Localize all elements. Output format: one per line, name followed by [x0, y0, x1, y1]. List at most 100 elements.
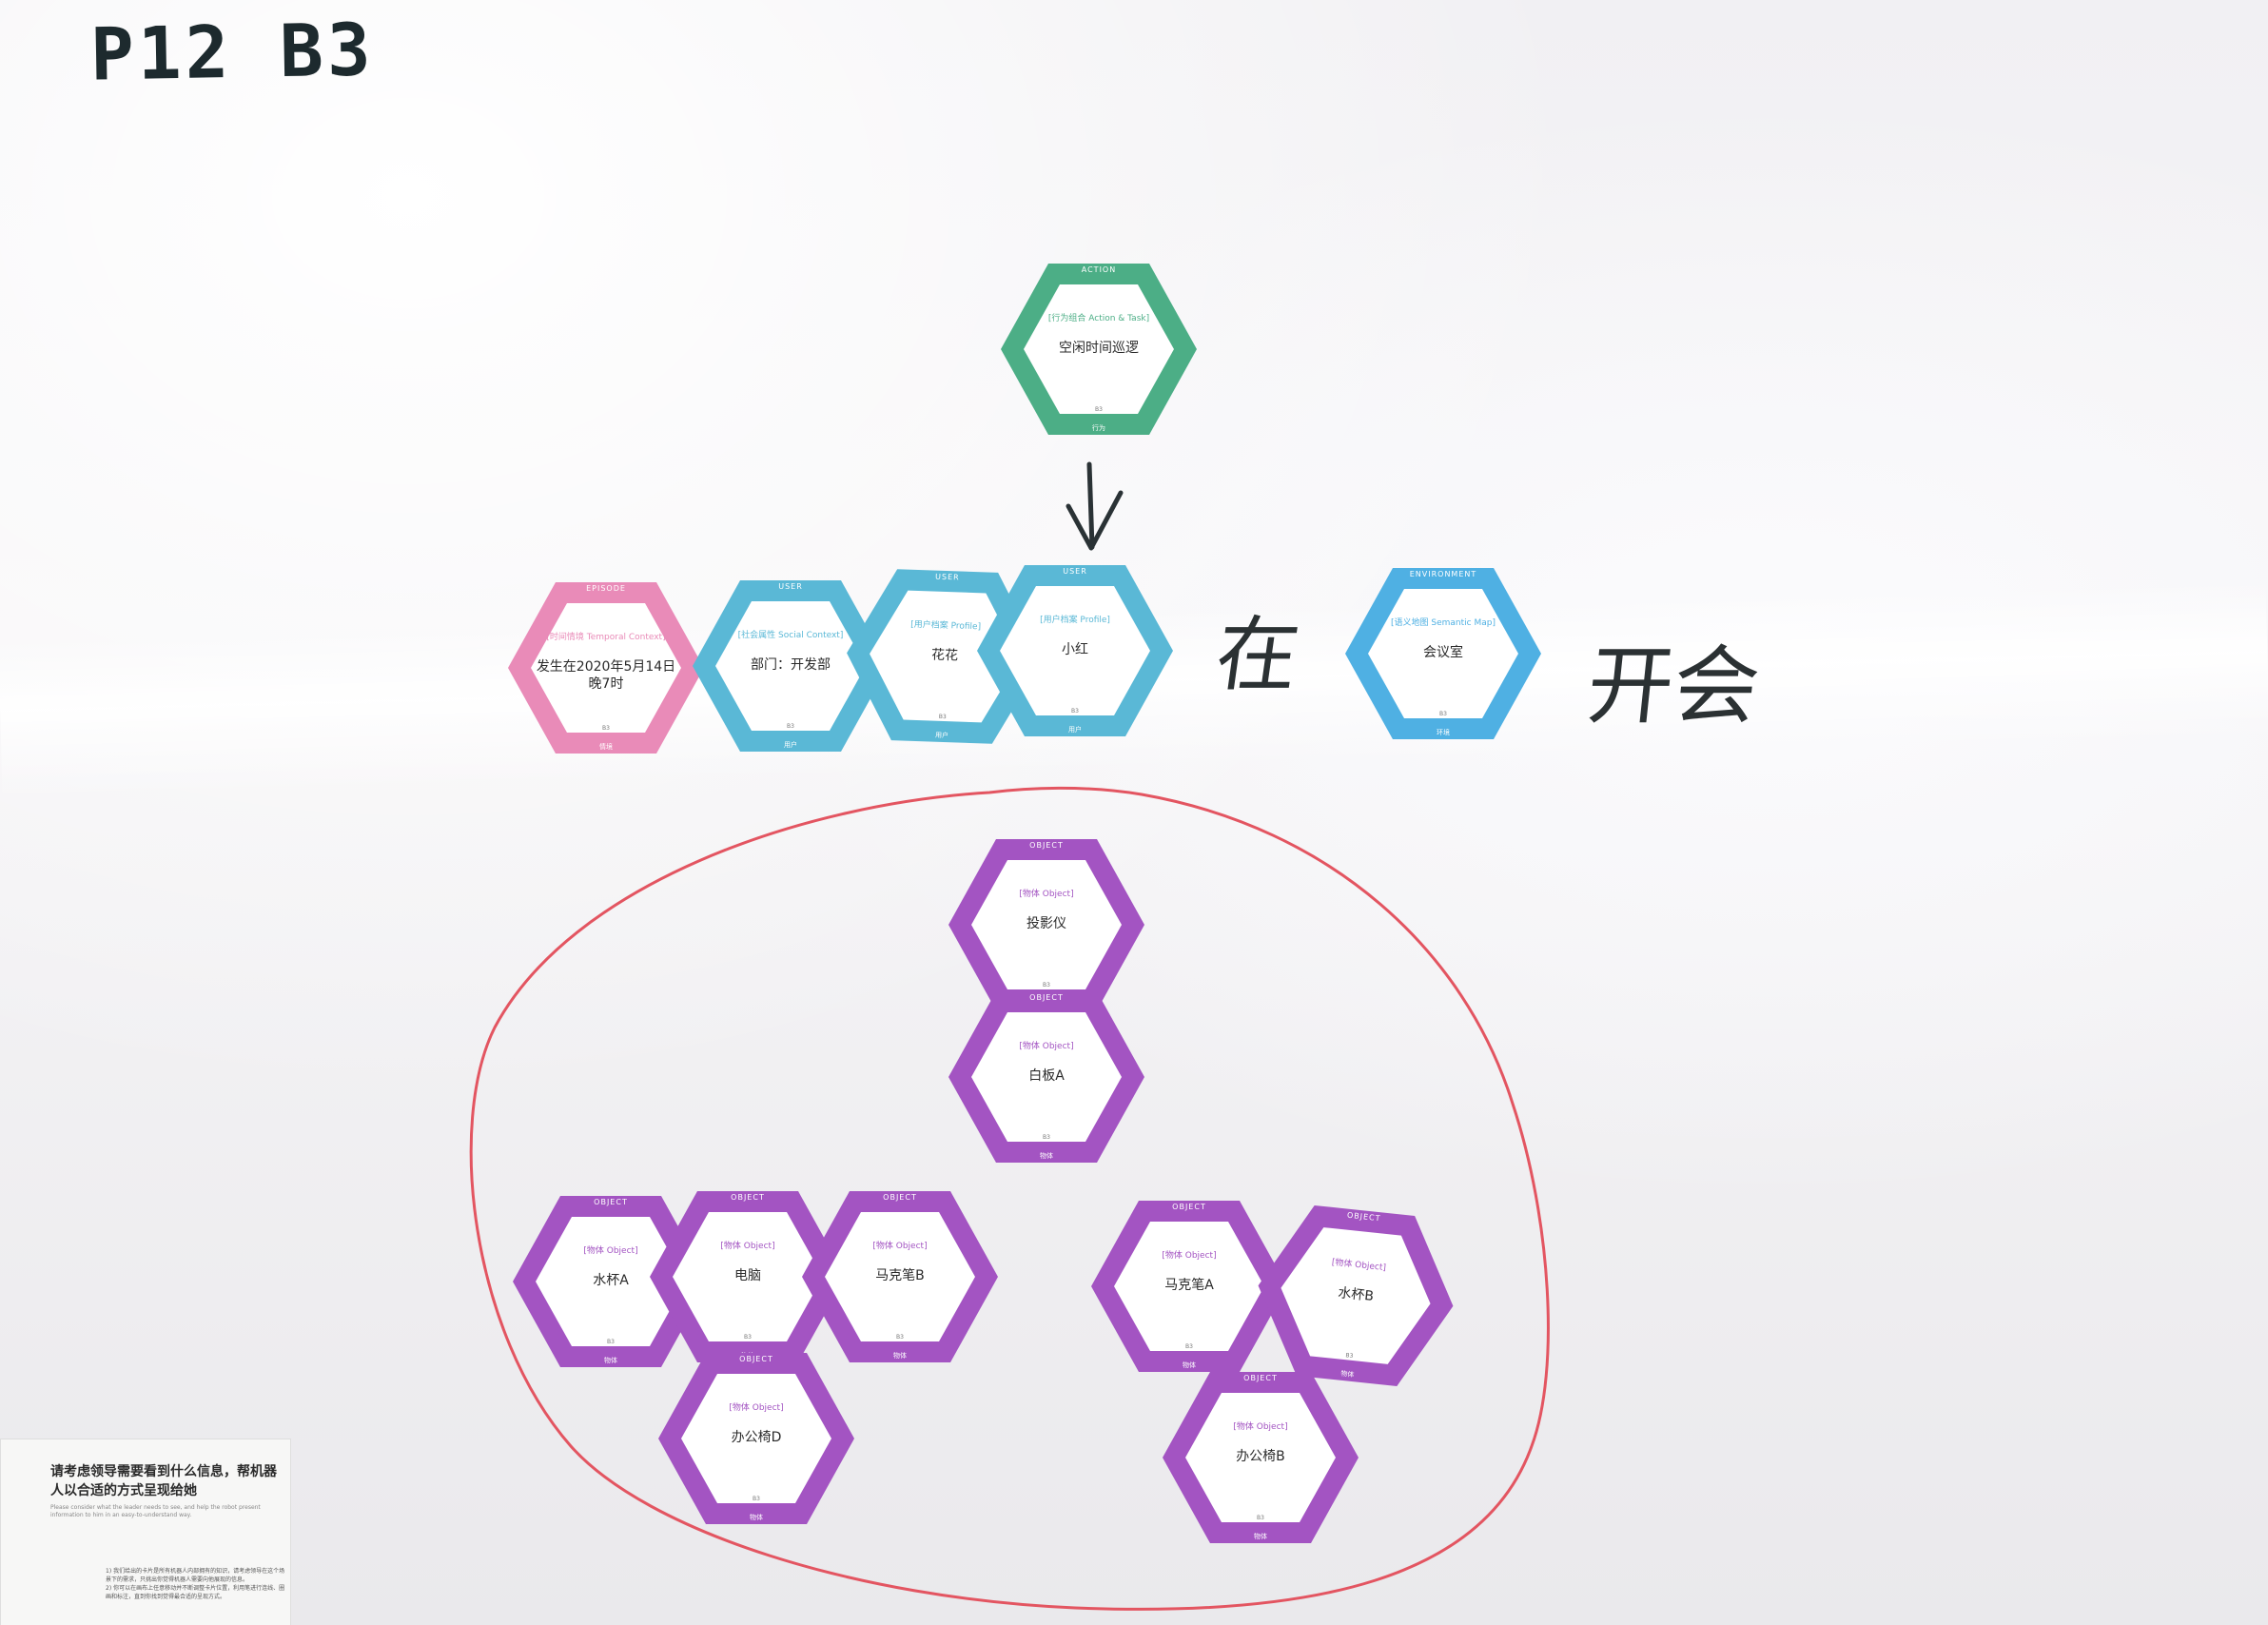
card-category: ACTION [1081, 265, 1117, 274]
card-footer: 物体 [750, 1514, 763, 1521]
instruction-step: 2) 你可以在画布上任意移动并不断调整卡片位置，利用笔进行连线、圈画和标注，直到… [106, 1585, 285, 1600]
card-footer: 环境 [1437, 729, 1450, 736]
card-category: OBJECT [594, 1198, 628, 1206]
card-title: 小红 [1062, 642, 1088, 657]
card-category: OBJECT [739, 1355, 773, 1363]
card-obj-marker-a[interactable]: OBJECT [物体 Object] 马克笔A B3 物体 [1089, 1199, 1289, 1374]
hexagon-frame [650, 1191, 846, 1362]
card-environment[interactable]: ENVIRONMENT [语义地图 Semantic Map] 会议室 B3 环境 [1343, 566, 1543, 741]
card-category: OBJECT [1243, 1374, 1278, 1382]
card-footer: 用户 [784, 741, 797, 749]
hexagon-frame [948, 839, 1144, 1010]
instruction-steps: 1) 我们给出的卡片是所有机器人内部拥有的知识，请考虑领导在这个场景下的需求，只… [106, 1567, 286, 1601]
handwritten-connector-zai: 在 [1209, 608, 1305, 703]
card-subtitle: [语义地图 Semantic Map] [1391, 618, 1496, 628]
card-subtitle: [行为组合 Action & Task] [1047, 314, 1150, 323]
card-title: 投影仪 [1026, 916, 1066, 931]
hexagon-frame [1091, 1201, 1287, 1372]
card-footer: 情境 [599, 743, 613, 751]
card-category: OBJECT [1029, 993, 1064, 1002]
hexagon-frame [508, 582, 704, 754]
down-arrow [1066, 461, 1124, 551]
card-subtitle: [物体 Object] [1019, 1042, 1074, 1051]
card-obj-computer[interactable]: OBJECT[物体 Object]电脑B3物体 [648, 1189, 848, 1364]
card-code: B3 [1257, 1515, 1264, 1521]
card-code: B3 [1095, 406, 1103, 413]
card-category: USER [778, 582, 803, 591]
card-obj-marker-b[interactable]: OBJECT [物体 Object] 马克笔B B3 物体 [800, 1189, 1000, 1364]
hexagon-frame [1258, 1204, 1454, 1387]
card-title: 电脑 [734, 1268, 761, 1283]
hexagon-frame [658, 1353, 854, 1524]
card-code: B3 [1185, 1343, 1193, 1350]
hexagon-frame [847, 569, 1043, 744]
card-code: B3 [1439, 711, 1447, 717]
card-category: OBJECT [883, 1193, 917, 1202]
card-code: B3 [787, 723, 794, 730]
card-code: B3 [1043, 982, 1050, 989]
object-loop [469, 786, 1550, 1611]
card-user-dept[interactable]: USER [社会属性 Social Context] 部门：开发部 B3 用户 [691, 578, 890, 754]
card-subtitle: [物体 Object] [872, 1242, 928, 1251]
card-category: OBJECT [1029, 841, 1064, 850]
card-code: B3 [1043, 1134, 1050, 1141]
card-subtitle: [物体 Object] [729, 1403, 784, 1413]
instruction-english: Please consider what the leader needs to… [50, 1504, 261, 1518]
card-footer: 物体 [893, 1352, 907, 1360]
card-subtitle: [用户档案 Profile] [1040, 616, 1110, 625]
card-footer: 行为 [1092, 424, 1105, 432]
card-title: 办公椅D [731, 1430, 782, 1445]
card-title: 办公椅B [1236, 1449, 1285, 1464]
card-code: B3 [896, 1334, 904, 1341]
hexagon-frame [1001, 264, 1197, 435]
hexagon-frame [948, 991, 1144, 1163]
card-title: 会议室 [1423, 645, 1463, 660]
hexagon-frame [1345, 568, 1541, 739]
card-code: B3 [1071, 708, 1079, 715]
card-subtitle: [物体 Object] [1019, 890, 1074, 899]
card-code: B3 [753, 1496, 760, 1502]
hexagon-frame [802, 1191, 998, 1362]
card-footer: 物体 [1183, 1361, 1196, 1369]
card-category: OBJECT [731, 1193, 765, 1202]
card-subtitle: [物体 Object] [720, 1242, 775, 1251]
card-subtitle: [时间情境 Temporal Context] [546, 633, 666, 642]
card-category: ENVIRONMENT [1409, 570, 1477, 578]
card-obj-chair-d[interactable]: OBJECT [物体 Object] 办公椅D B3 物体 [656, 1351, 856, 1526]
card-subtitle: [物体 Object] [1162, 1251, 1217, 1261]
card-title: 水杯A [593, 1273, 629, 1288]
card-obj-projector[interactable]: OBJECT[物体 Object]投影仪B3物体 [947, 837, 1146, 1012]
card-subtitle: [物体 Object] [583, 1246, 638, 1256]
instruction-question: 请考虑领导需要看到什么信息，帮机器人以合适的方式呈现给她 [50, 1464, 277, 1498]
card-title: 发生在2020年5月14日晚7时 [536, 659, 676, 692]
card-title: 马克笔A [1164, 1278, 1214, 1293]
card-footer: 物体 [1254, 1533, 1267, 1540]
card-subtitle: [物体 Object] [1233, 1422, 1288, 1432]
card-episode[interactable]: EPISODE [时间情境 Temporal Context] 发生在2020年5月… [506, 580, 706, 755]
card-subtitle: [社会属性 Social Context] [737, 631, 844, 640]
card-category: EPISODE [586, 584, 626, 593]
card-category: USER [1063, 567, 1087, 576]
card-obj-cup-a[interactable]: OBJECT [物体 Object] 水杯A B3 物体 [511, 1194, 711, 1369]
hexagon-frame [977, 565, 1173, 736]
instruction-step: 1) 我们给出的卡片是所有机器人内部拥有的知识，请考虑领导在这个场景下的需求，只… [106, 1568, 285, 1583]
hexagon-frame [693, 580, 889, 752]
card-code: B3 [602, 725, 610, 732]
card-footer: 物体 [1040, 1152, 1053, 1160]
hexagon-frame [513, 1196, 709, 1367]
card-title: 马克笔B [875, 1268, 925, 1283]
card-title: 部门：开发部 [751, 657, 831, 673]
card-user-xiaohong[interactable]: USER [用户档案 Profile] 小红 B3 用户 [975, 563, 1175, 738]
handwritten-connector-kaihui: 开会 [1582, 636, 1765, 736]
card-footer: 物体 [604, 1357, 617, 1364]
card-code: B3 [607, 1339, 615, 1345]
card-footer: 用户 [1068, 726, 1082, 734]
card-obj-chair-b[interactable]: OBJECT [物体 Object] 办公椅B B3 物体 [1161, 1370, 1360, 1545]
card-category: OBJECT [1172, 1203, 1206, 1211]
